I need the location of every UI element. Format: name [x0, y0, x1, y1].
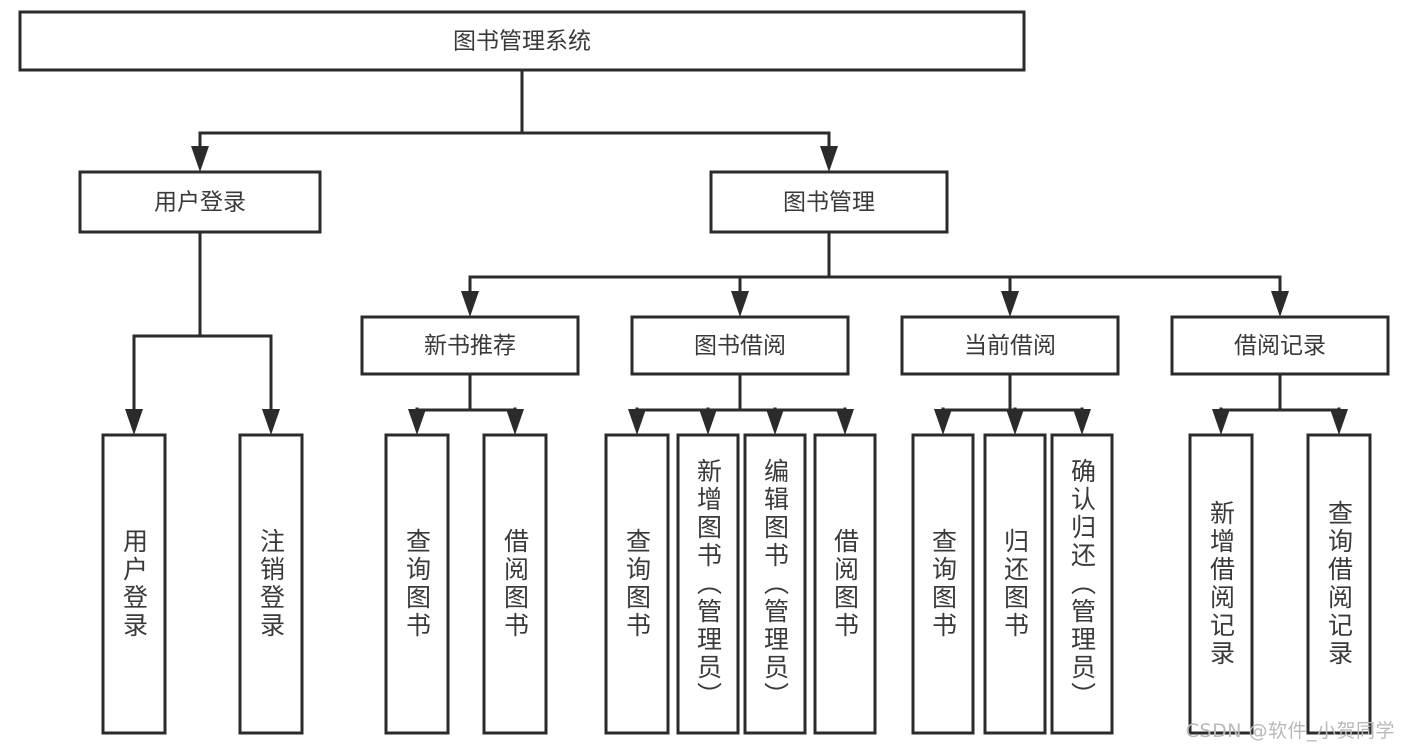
node-level3-box-0[interactable]: [360, 315, 580, 376]
node-level2-label-1: 图书管理: [783, 190, 875, 216]
arrow-l3-3-to-leaf-1: [1330, 409, 1348, 435]
leaf-box-9[interactable]: [983, 433, 1047, 735]
node-level3-box-2[interactable]: [900, 315, 1120, 376]
arrow-books-to-level3-3: [1271, 291, 1289, 317]
leaf-box-7[interactable]: [813, 433, 877, 735]
arrow-l3-0-to-leaf-0: [408, 409, 426, 435]
leaf-box-10[interactable]: [1050, 433, 1114, 735]
arrow-l3-1-to-leaf-1: [699, 409, 717, 435]
leaf-box-3[interactable]: [482, 433, 548, 735]
arrow-l3-1-to-leaf-0: [628, 409, 646, 435]
node-level2-box-0[interactable]: [78, 170, 322, 234]
leaf-box-6[interactable]: [743, 433, 807, 735]
node-level3-label-3: 借阅记录: [1234, 333, 1326, 359]
leaf-box-11[interactable]: [1188, 433, 1254, 735]
arrow-l3-1-to-leaf-3: [836, 409, 854, 435]
node-level3-label-2: 当前借阅: [964, 333, 1056, 359]
leaf-box-2[interactable]: [384, 433, 450, 735]
node-root-box[interactable]: [18, 10, 1026, 72]
node-level3-box-3[interactable]: [1170, 315, 1390, 376]
node-level3-label-0: 新书推荐: [424, 333, 516, 359]
node-level3-box-1[interactable]: [630, 315, 850, 376]
arrow-l3-0-to-leaf-1: [506, 409, 524, 435]
arrow-login-to-leaf-0: [125, 409, 143, 435]
node-level3-label-1: 图书借阅: [694, 333, 786, 359]
node-level2-label-0: 用户登录: [154, 190, 246, 216]
arrow-login-to-leaf-1: [262, 409, 280, 435]
arrow-root-to-level2-1: [820, 146, 838, 172]
leaf-box-4[interactable]: [604, 433, 670, 735]
arrow-root-to-level2-0: [191, 146, 209, 172]
arrow-l3-2-to-leaf-1: [1006, 409, 1024, 435]
leaf-box-5[interactable]: [676, 433, 740, 735]
node-root-label: 图书管理系统: [453, 29, 591, 55]
arrow-l3-2-to-leaf-0: [934, 409, 952, 435]
leaf-box-8[interactable]: [911, 433, 975, 735]
arrow-l3-3-to-leaf-0: [1212, 409, 1230, 435]
arrow-books-to-level3-1: [731, 291, 749, 317]
leaf-box-0[interactable]: [101, 433, 167, 735]
arrow-l3-1-to-leaf-2: [766, 409, 784, 435]
arrow-l3-2-to-leaf-2: [1073, 409, 1091, 435]
leaf-box-12[interactable]: [1306, 433, 1372, 735]
arrow-books-to-level3-2: [1001, 291, 1019, 317]
csdn-watermark: CSDN @软件_小贺同学: [1185, 720, 1395, 742]
node-level2-box-1[interactable]: [709, 170, 949, 234]
connectors-layer: [125, 68, 1348, 435]
leaf-box-1[interactable]: [238, 433, 304, 735]
arrow-books-to-level3-0: [461, 291, 479, 317]
boxes-layer: [18, 10, 1390, 735]
